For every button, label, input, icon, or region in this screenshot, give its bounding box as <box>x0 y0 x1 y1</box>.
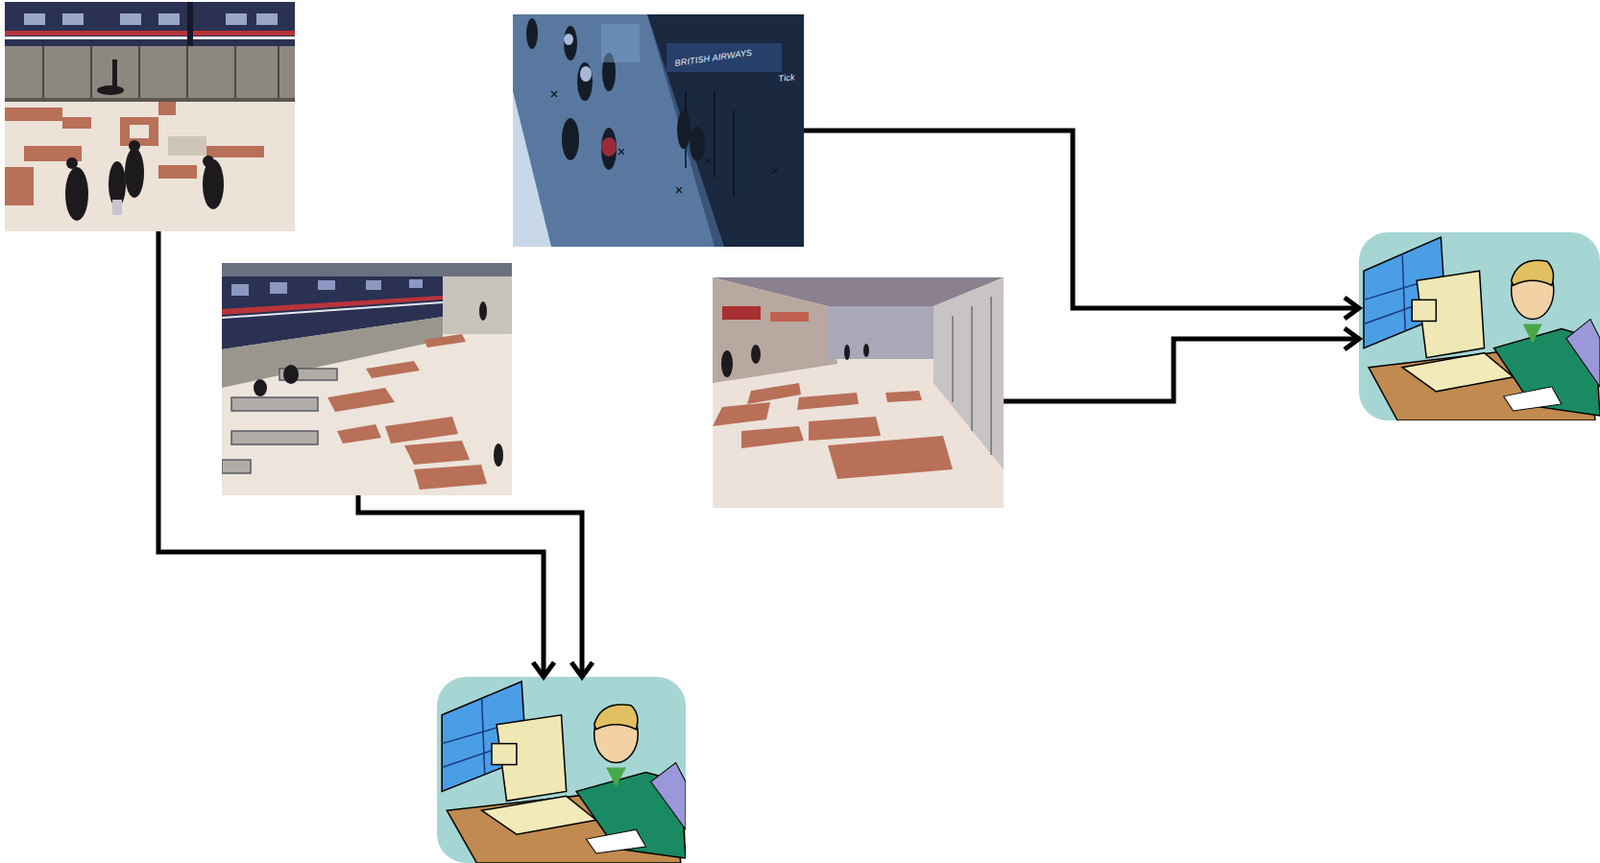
camera-view <box>512 14 804 247</box>
sign-text: Tick <box>777 72 796 84</box>
camera-view <box>712 277 1004 509</box>
feed-connector <box>358 495 593 678</box>
connector-line <box>1003 339 1359 402</box>
camera-feed <box>4 1 295 232</box>
operator-station <box>1358 232 1600 421</box>
operator-clipart <box>1358 232 1600 421</box>
connector-line <box>358 495 582 678</box>
feed-connector <box>158 231 555 678</box>
camera-view <box>4 1 295 232</box>
camera-feed: BRITISH AIRWAYSTick <box>512 14 804 247</box>
feed-connector <box>1003 328 1359 402</box>
feed-connector <box>803 130 1359 319</box>
arrow-head <box>1344 297 1359 319</box>
operator-clipart <box>436 677 686 863</box>
arrow-head <box>571 662 593 678</box>
connector-line <box>158 231 544 678</box>
camera-view <box>221 263 512 496</box>
operator-station <box>436 677 686 863</box>
camera-feed <box>221 263 512 496</box>
connector-line <box>803 130 1359 309</box>
arrow-head <box>533 662 555 678</box>
camera-feed <box>712 277 1004 509</box>
arrow-head <box>1344 328 1359 350</box>
